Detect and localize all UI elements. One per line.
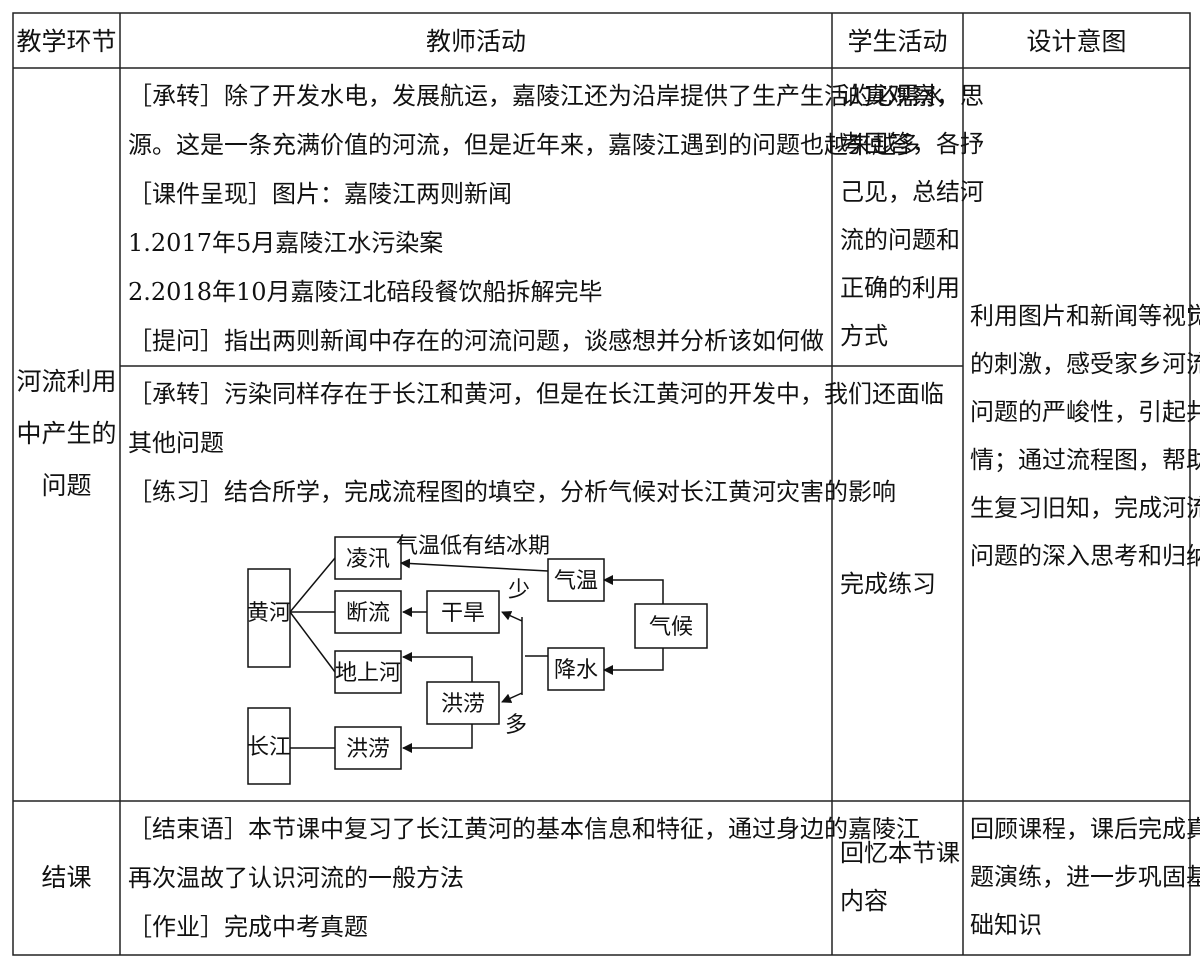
design-intent-closing: 回顾课程，课后完成真 题演练，进一步巩固基 础知识 <box>970 805 1200 949</box>
arrow-honglao-dishanghe <box>402 652 473 682</box>
label-more: 多 <box>505 713 527 738</box>
text-line: ［承转］污染同样存在于长江和黄河，但是在长江黄河的开发中，我们还面临 <box>128 380 944 408</box>
header-student: 学生活动 <box>847 27 948 56</box>
branch-lingxun <box>289 557 336 613</box>
text-line: 认真观察，思 <box>840 82 984 110</box>
text-line: 正确的利用 <box>840 274 960 302</box>
text-line: 己见，总结河 <box>840 178 984 206</box>
text-line: 其他问题 <box>128 429 224 457</box>
box-honglao-cj <box>334 726 402 770</box>
box-changjiang <box>247 707 291 785</box>
box-duanliu <box>334 590 402 634</box>
text-line: 源。这是一条充满价值的河流，但是近年来，嘉陵江遇到的问题也越来越多 <box>128 131 920 159</box>
text-line: 题演练，进一步巩固基 <box>970 863 1200 891</box>
stage-line: 问题 <box>41 471 92 500</box>
text-line: 完成练习 <box>840 570 936 598</box>
text-line: ［结束语］本节课中复习了长江黄河的基本信息和特征，通过身边的嘉陵江 <box>128 815 920 843</box>
box-honglao-mid <box>426 681 500 725</box>
student-activity-part2: 完成练习 <box>840 560 960 608</box>
text-line: 考回答，各抒 <box>840 130 984 158</box>
label-qihou: 气候 <box>649 615 693 640</box>
box-qiwen <box>547 558 605 602</box>
stage-closing: 结课 <box>41 863 92 892</box>
text-line: ［课件呈现］图片：嘉陵江两则新闻 <box>128 180 512 208</box>
label-lingxun: 凌汛 <box>346 547 390 572</box>
text-line: 方式 <box>840 322 888 350</box>
header-stage: 教学环节 <box>16 27 117 56</box>
text-line: ［作业］完成中考真题 <box>128 913 368 941</box>
label-honglao-mid: 洪涝 <box>441 692 485 717</box>
box-huanghe <box>247 568 291 668</box>
text-line: ［提问］指出两则新闻中存在的河流问题，谈感想并分析该如何做 <box>128 327 824 355</box>
arrow-less-ganhan <box>501 611 523 622</box>
text-line: 础知识 <box>970 911 1042 939</box>
text-line: 回忆本节课 <box>840 839 960 867</box>
box-qihou <box>634 603 708 649</box>
arrow-qihou-jiangshui <box>603 648 664 675</box>
text-line: 2.2018年10月嘉陵江北碚段餐饮船拆解完毕 <box>128 278 603 306</box>
label-lowtemp: 气温低有结冰期 <box>396 534 550 559</box>
text-line: 生复习旧知，完成河流 <box>970 494 1200 522</box>
text-line: 情；通过流程图，帮助学 <box>970 446 1200 474</box>
label-less: 少 <box>508 578 530 603</box>
label-duanliu: 断流 <box>346 601 390 626</box>
header-design: 设计意图 <box>1026 27 1127 56</box>
arrow-more-honglao <box>501 692 523 703</box>
text-line: 的刺激，感受家乡河流 <box>970 350 1200 378</box>
label-dishanghe: 地上河 <box>335 661 401 686</box>
text-line: ［承转］除了开发水电，发展航运，嘉陵江还为沿岸提供了生产生活的必需水 <box>128 82 944 110</box>
design-intent-section1: 利用图片和新闻等视觉 的刺激，感受家乡河流 问题的严峻性，引起共 情；通过流程图… <box>970 292 1200 580</box>
student-activity-part1: 认真观察，思 考回答，各抒 己见，总结河 流的问题和 正确的利用 方式 <box>840 72 984 360</box>
label-qiwen: 气温 <box>554 569 598 594</box>
teacher-activity-part1: ［承转］除了开发水电，发展航运，嘉陵江还为沿岸提供了生产生活的必需水 源。这是一… <box>128 72 944 366</box>
student-activity-closing: 回忆本节课 内容 <box>840 829 960 925</box>
box-jiangshui <box>547 647 605 691</box>
text-line: 流的问题和 <box>840 226 960 254</box>
teacher-activity-closing: ［结束语］本节课中复习了长江黄河的基本信息和特征，通过身边的嘉陵江 再次温故了认… <box>128 805 920 952</box>
text-line: ［练习］结合所学，完成流程图的填空，分析气候对长江黄河灾害的影响 <box>128 478 896 506</box>
text-line: 问题的严峻性，引起共 <box>970 398 1200 426</box>
header-teacher: 教师活动 <box>425 27 526 56</box>
label-huanghe: 黄河 <box>247 601 291 626</box>
label-ganhan: 干旱 <box>441 601 485 626</box>
text-line: 回顾课程，课后完成真 <box>970 815 1200 843</box>
box-lingxun <box>334 536 402 580</box>
label-honglao-cj: 洪涝 <box>346 737 390 762</box>
text-line: 再次温故了认识河流的一般方法 <box>128 864 464 892</box>
stage-line: 中产生的 <box>16 419 117 448</box>
teacher-activity-part2: ［承转］污染同样存在于长江和黄河，但是在长江黄河的开发中，我们还面临 其他问题 … <box>128 370 944 517</box>
arrow-qihou-qiwen <box>603 575 664 604</box>
arrow-honglao-honglaocj <box>402 724 473 753</box>
label-changjiang: 长江 <box>247 735 291 760</box>
text-line: 问题的深入思考和归纳 <box>970 542 1200 570</box>
text-line: 利用图片和新闻等视觉 <box>970 302 1200 330</box>
stage-river-problems: 河流利用 中产生的 问题 <box>13 356 120 512</box>
text-line: 内容 <box>840 887 888 915</box>
box-dishanghe <box>334 650 402 694</box>
text-line: 1.2017年5月嘉陵江水污染案 <box>128 229 444 257</box>
table-border <box>12 12 1191 956</box>
flowchart: 黄河 长江 凌汛 断流 地上河 洪涝 干旱 洪涝 气温 降水 气候 气温低有结冰… <box>247 534 708 785</box>
label-jiangshui: 降水 <box>554 658 598 683</box>
branch-dishanghe <box>289 611 336 673</box>
stage-line: 河流利用 <box>16 367 117 396</box>
arrow-qiwen-lingxun <box>400 558 549 572</box>
